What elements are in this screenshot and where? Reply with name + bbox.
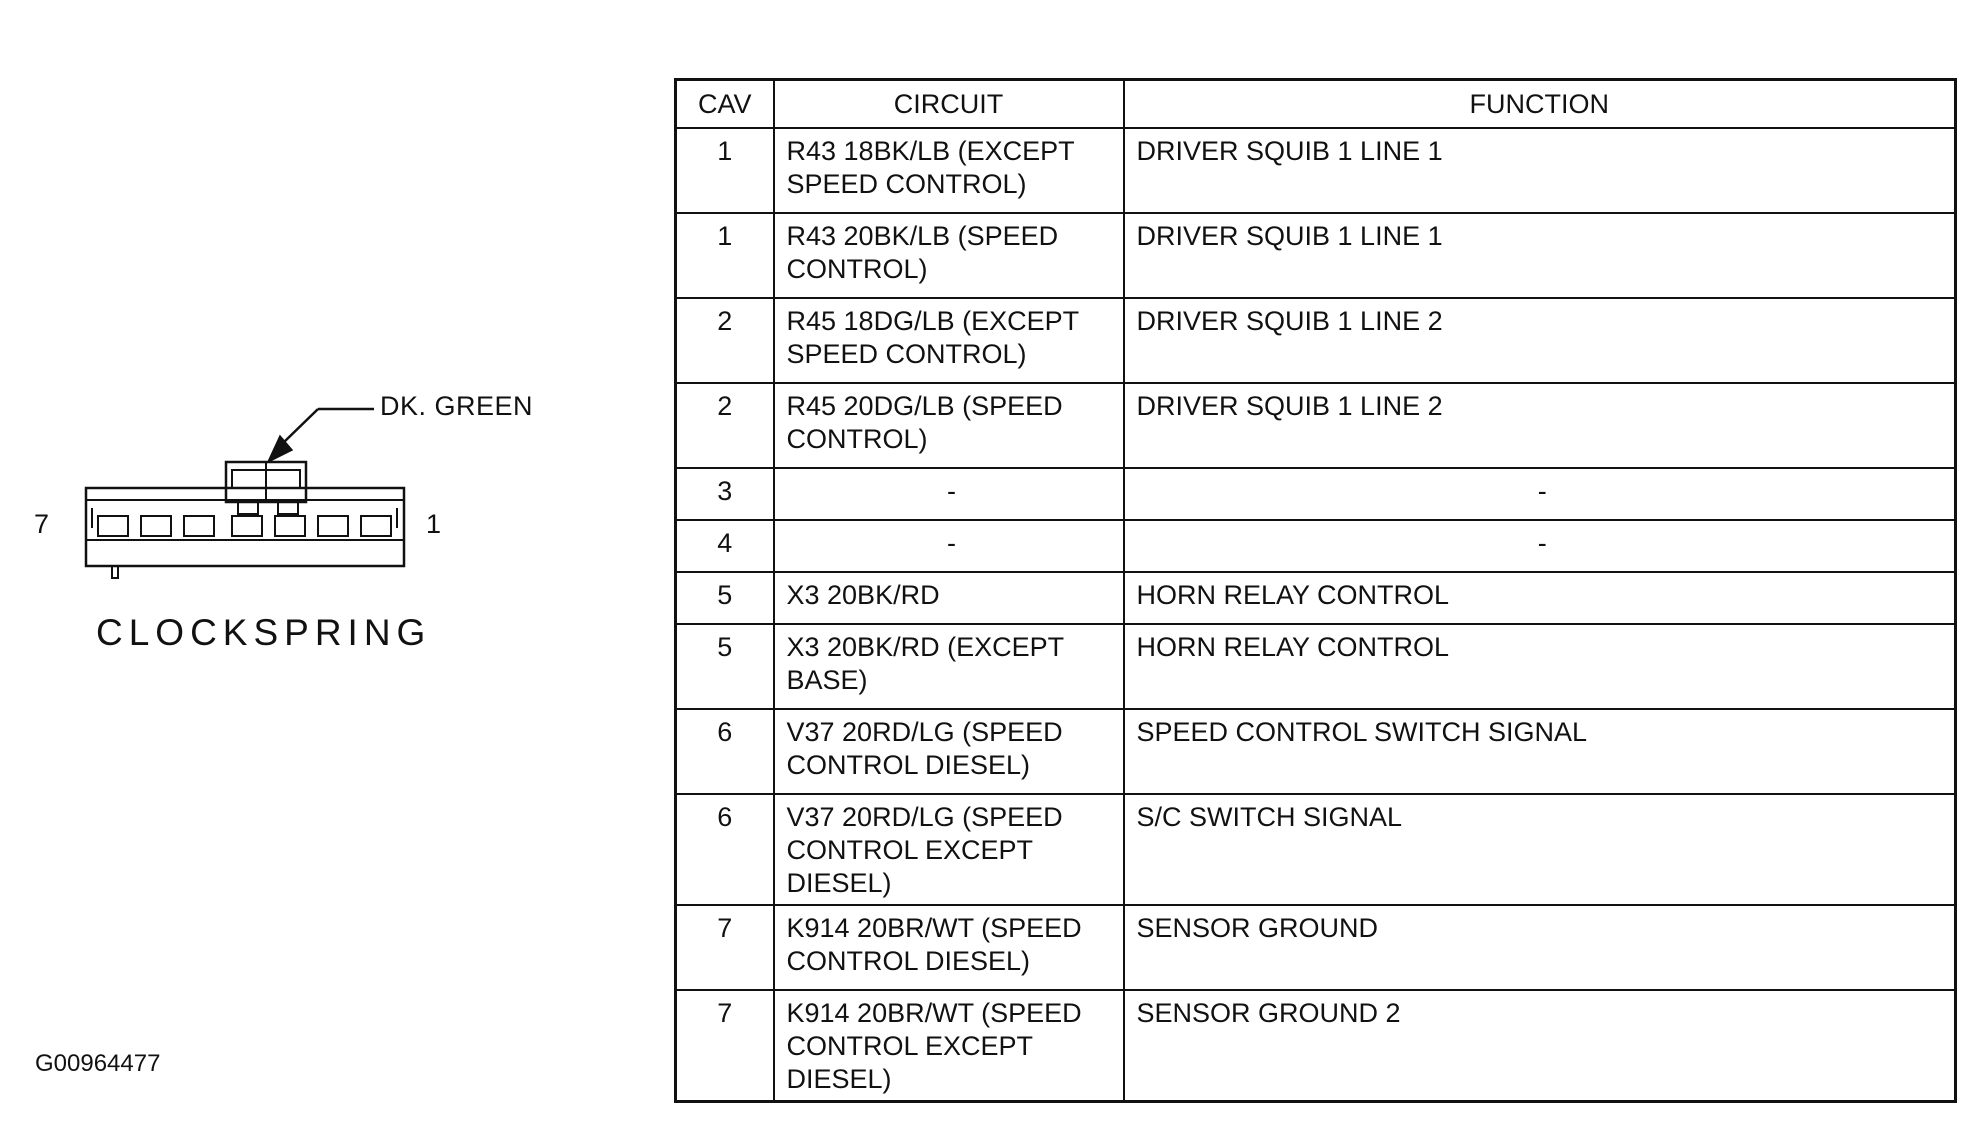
table-row: 6 V37 20RD/LG (SPEED CONTROL EXCEPT DIES… bbox=[674, 793, 1957, 906]
cell-cav: 6 bbox=[674, 793, 775, 906]
cavity-5 bbox=[183, 515, 215, 537]
connector-tab bbox=[111, 565, 119, 579]
cell-function: DRIVER SQUIB 1 LINE 1 bbox=[1122, 212, 1957, 299]
cell-cav: 2 bbox=[674, 382, 775, 469]
cell-cav: 1 bbox=[674, 127, 775, 214]
cell-circuit: X3 20BK/RD bbox=[772, 571, 1125, 625]
cell-function: SPEED CONTROL SWITCH SIGNAL bbox=[1122, 708, 1957, 795]
table-row: 7 K914 20BR/WT (SPEED CONTROL DIESEL) SE… bbox=[674, 904, 1957, 991]
cell-function: - bbox=[1122, 467, 1957, 521]
cell-cav: 1 bbox=[674, 212, 775, 299]
cell-function: SENSOR GROUND 2 bbox=[1122, 989, 1957, 1103]
clockspring-connector-drawing bbox=[84, 407, 406, 579]
wire-color-leader-diagonal bbox=[281, 408, 319, 445]
cell-circuit: - bbox=[772, 467, 1125, 521]
header-cav: CAV bbox=[674, 78, 775, 129]
cell-circuit: V37 20RD/LG (SPEED CONTROL EXCEPT DIESEL… bbox=[772, 793, 1125, 906]
cavity-3 bbox=[274, 515, 306, 537]
table-row: 4 - - bbox=[674, 519, 1957, 573]
cell-function: DRIVER SQUIB 1 LINE 1 bbox=[1122, 127, 1957, 214]
table-row: 2 R45 20DG/LB (SPEED CONTROL) DRIVER SQU… bbox=[674, 382, 1957, 469]
cavity-2 bbox=[317, 515, 349, 537]
cavity-6 bbox=[140, 515, 172, 537]
cell-cav: 2 bbox=[674, 297, 775, 384]
cell-circuit: R43 20BK/LB (SPEED CONTROL) bbox=[772, 212, 1125, 299]
cell-cav: 5 bbox=[674, 571, 775, 625]
cavity-1 bbox=[360, 515, 392, 537]
cell-circuit: V37 20RD/LG (SPEED CONTROL DIESEL) bbox=[772, 708, 1125, 795]
wire-color-label: DK. GREEN bbox=[380, 391, 534, 421]
cell-circuit: R43 18BK/LB (EXCEPT SPEED CONTROL) bbox=[772, 127, 1125, 214]
table-row: 1 R43 18BK/LB (EXCEPT SPEED CONTROL) DRI… bbox=[674, 127, 1957, 214]
cell-function: DRIVER SQUIB 1 LINE 2 bbox=[1122, 382, 1957, 469]
table-row: 5 X3 20BK/RD HORN RELAY CONTROL bbox=[674, 571, 1957, 625]
component-name: CLOCKSPRING bbox=[96, 612, 432, 653]
table-row: 5 X3 20BK/RD (EXCEPT BASE) HORN RELAY CO… bbox=[674, 623, 1957, 710]
pin-number-left: 7 bbox=[34, 509, 50, 539]
cell-circuit: K914 20BR/WT (SPEED CONTROL DIESEL) bbox=[772, 904, 1125, 991]
cell-function: SENSOR GROUND bbox=[1122, 904, 1957, 991]
table-row: 2 R45 18DG/LB (EXCEPT SPEED CONTROL) DRI… bbox=[674, 297, 1957, 384]
cell-function: S/C SWITCH SIGNAL bbox=[1122, 793, 1957, 906]
lock-tabs bbox=[237, 499, 299, 515]
table-header-row: CAV CIRCUIT FUNCTION bbox=[674, 78, 1957, 129]
terminal-cavities bbox=[97, 515, 392, 537]
cell-circuit: X3 20BK/RD (EXCEPT BASE) bbox=[772, 623, 1125, 710]
cell-circuit: R45 20DG/LB (SPEED CONTROL) bbox=[772, 382, 1125, 469]
header-circuit: CIRCUIT bbox=[772, 78, 1125, 129]
cavity-7 bbox=[97, 515, 129, 537]
pinout-table-container: CAV CIRCUIT FUNCTION 1 R43 18BK/LB (EXCE… bbox=[674, 78, 1957, 1103]
cell-function: HORN RELAY CONTROL bbox=[1122, 623, 1957, 710]
cell-function: - bbox=[1122, 519, 1957, 573]
cell-cav: 4 bbox=[674, 519, 775, 573]
lock-tab-left bbox=[237, 499, 259, 515]
pin-number-right: 1 bbox=[426, 509, 442, 539]
pinout-table: CAV CIRCUIT FUNCTION 1 R43 18BK/LB (EXCE… bbox=[674, 78, 1957, 1103]
cell-cav: 7 bbox=[674, 904, 775, 991]
table-row: 3 - - bbox=[674, 467, 1957, 521]
table-row: 1 R43 20BK/LB (SPEED CONTROL) DRIVER SQU… bbox=[674, 212, 1957, 299]
cell-cav: 5 bbox=[674, 623, 775, 710]
cell-function: DRIVER SQUIB 1 LINE 2 bbox=[1122, 297, 1957, 384]
cell-cav: 7 bbox=[674, 989, 775, 1103]
lock-tab-right bbox=[277, 499, 299, 515]
cavity-4 bbox=[231, 515, 263, 537]
figure-id: G00964477 bbox=[35, 1050, 161, 1077]
header-function: FUNCTION bbox=[1122, 78, 1957, 129]
cell-circuit: K914 20BR/WT (SPEED CONTROL EXCEPT DIESE… bbox=[772, 989, 1125, 1103]
cell-function: HORN RELAY CONTROL bbox=[1122, 571, 1957, 625]
arrow-head-icon bbox=[266, 434, 294, 464]
cell-cav: 3 bbox=[674, 467, 775, 521]
table-row: 6 V37 20RD/LG (SPEED CONTROL DIESEL) SPE… bbox=[674, 708, 1957, 795]
connector-diagram: DK. GREEN 7 1 CLOCKSPRING bbox=[0, 0, 560, 700]
cell-cav: 6 bbox=[674, 708, 775, 795]
cell-circuit: - bbox=[772, 519, 1125, 573]
cell-circuit: R45 18DG/LB (EXCEPT SPEED CONTROL) bbox=[772, 297, 1125, 384]
table-row: 7 K914 20BR/WT (SPEED CONTROL EXCEPT DIE… bbox=[674, 989, 1957, 1103]
